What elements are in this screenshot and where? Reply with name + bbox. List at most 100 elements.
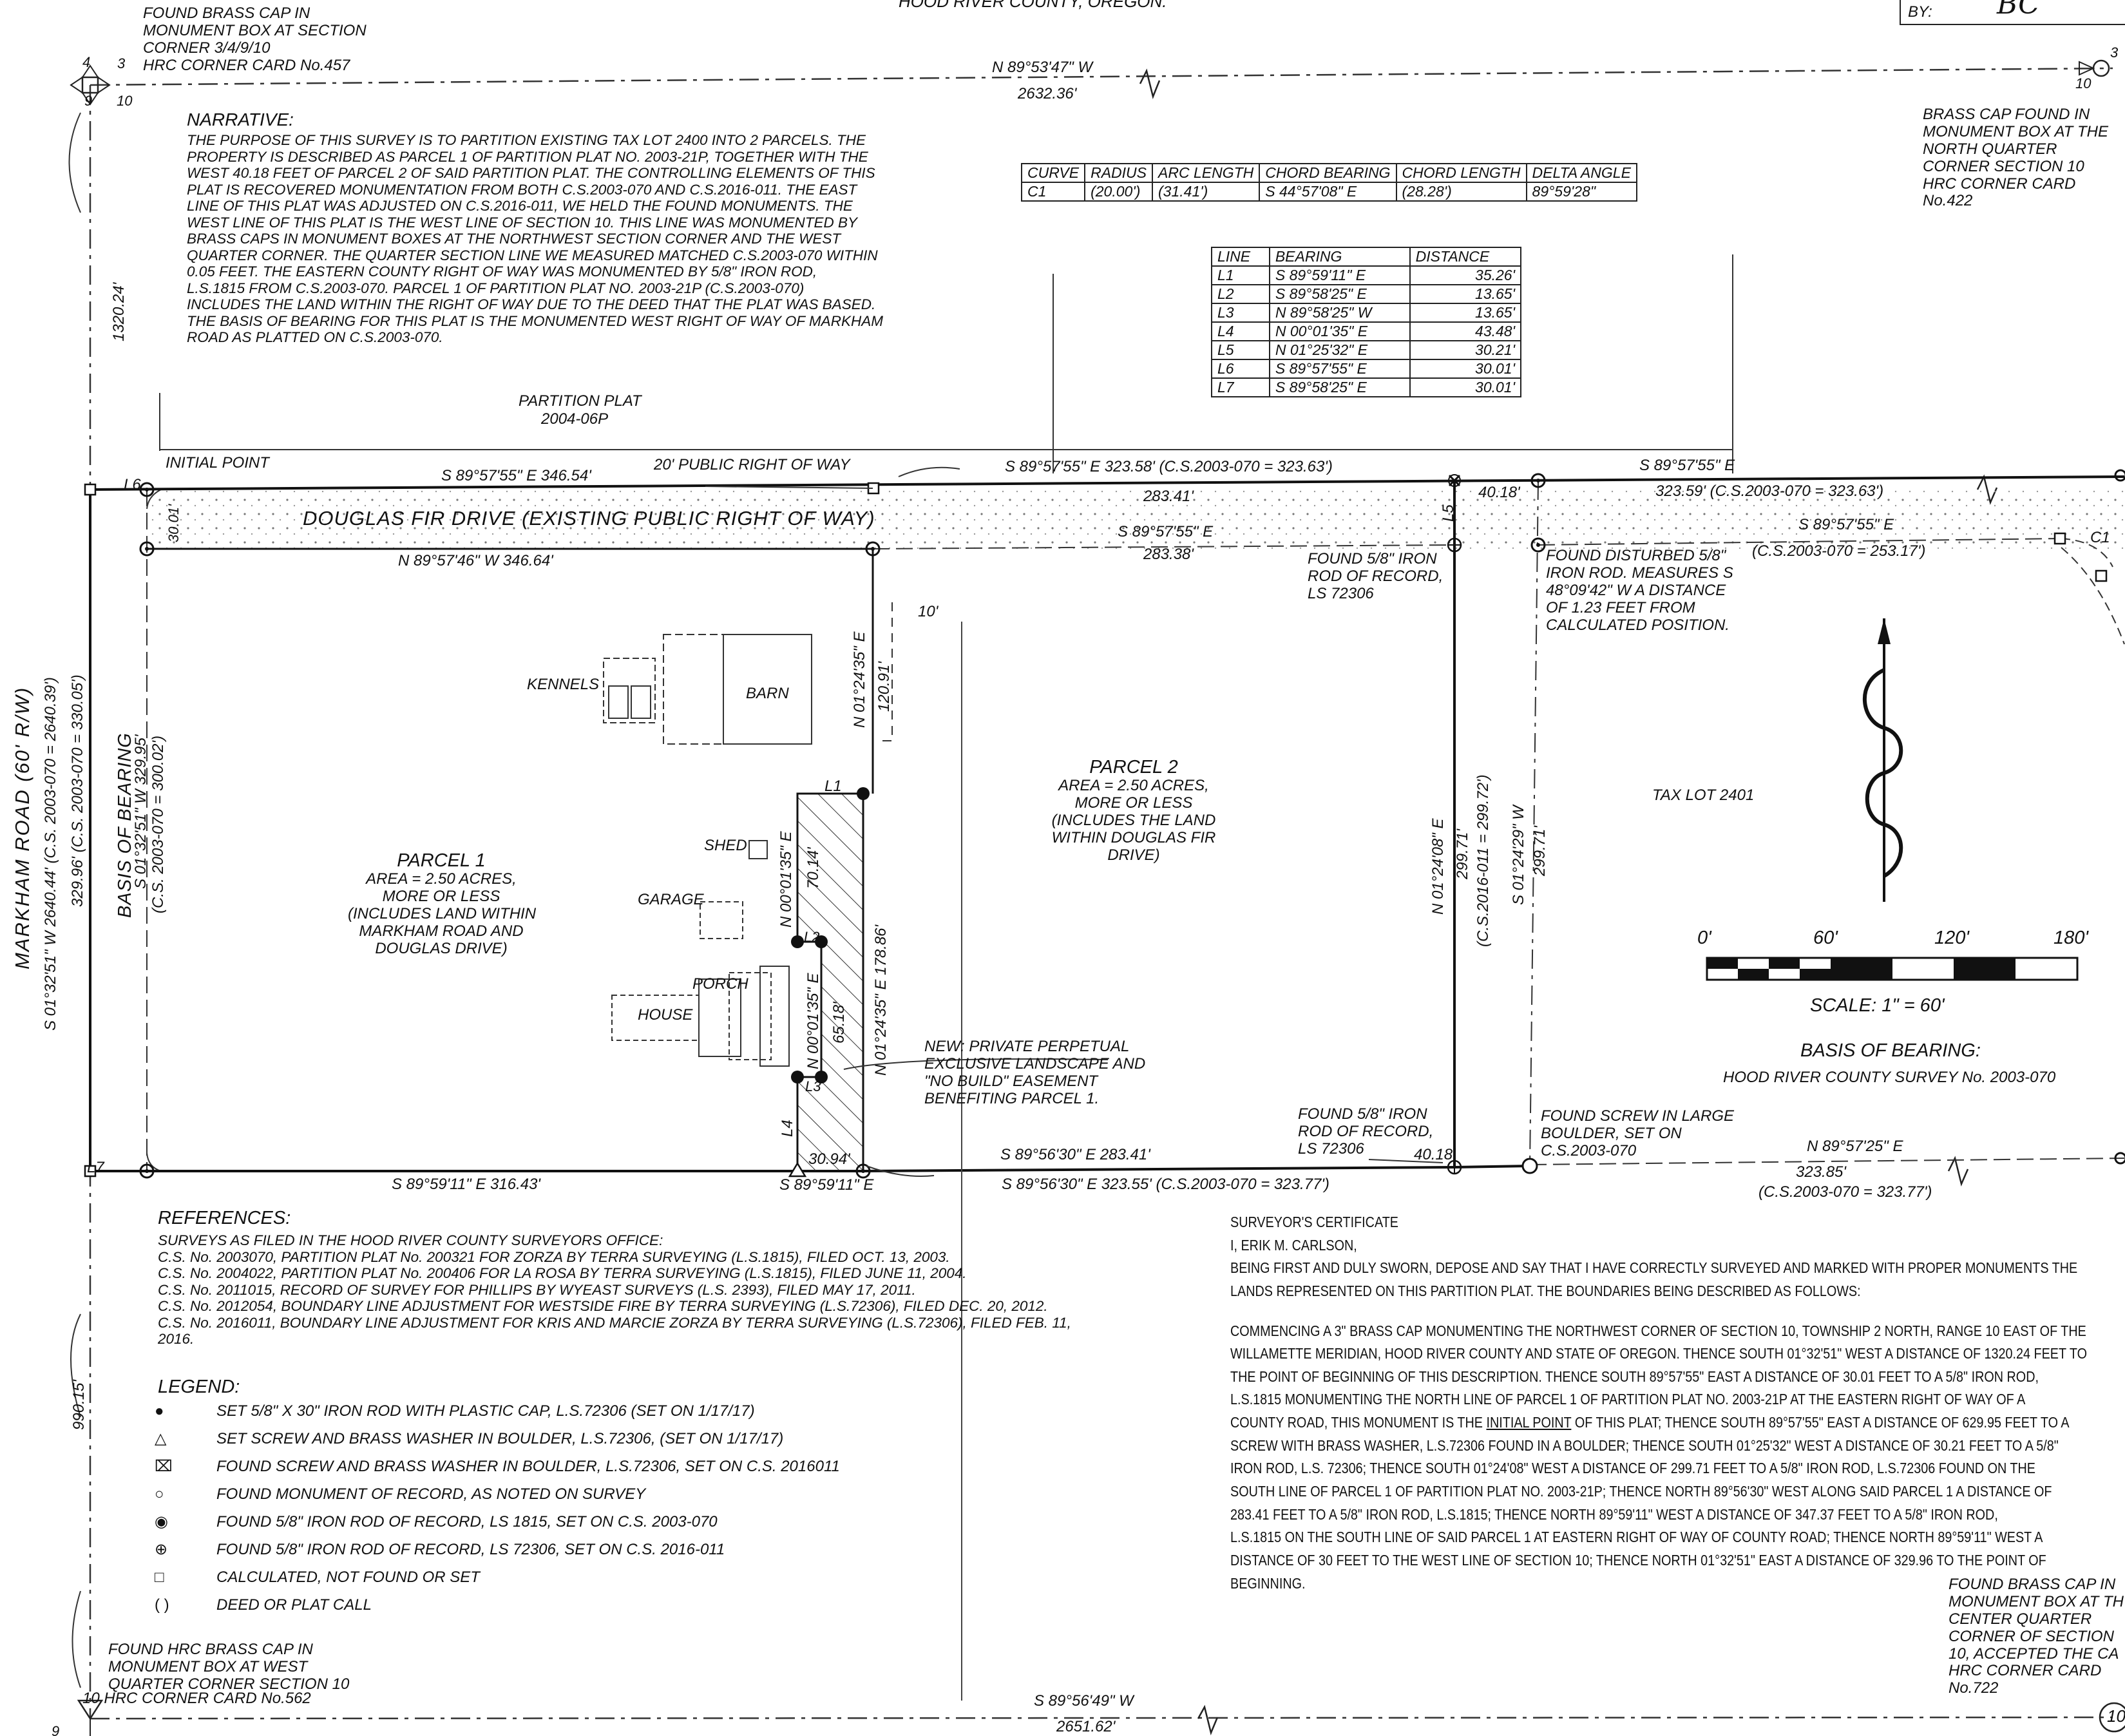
douglas-fir-drive-label: DOUGLAS FIR DRIVE (EXISTING PUBLIC RIGHT… (303, 507, 875, 529)
tax-lot-label: TAX LOT 2401 (1652, 787, 1755, 804)
south-seg1b-bearing: S 89°59'11" E (779, 1176, 874, 1194)
reference-item: C.S. No. 2011015, RECORD OF SURVEY FOR P… (158, 1281, 916, 1298)
nq-corner-monument (2079, 59, 2110, 77)
row-south-left-bearing: N 89°57'46" W 346.64' (398, 552, 553, 569)
legend-item: ( )DEED OR PLAT CALL (155, 1596, 372, 1614)
nw-corner-num-3: 3 (117, 55, 126, 72)
scale-tick-120: 120' (1934, 928, 1969, 948)
references-title: REFERENCES: (158, 1208, 291, 1228)
basis-bearing-title: BASIS OF BEARING: (1800, 1040, 1981, 1061)
scale-tick-180: 180' (2054, 928, 2088, 948)
north-section-bearing: N 89°53'47" W (992, 59, 1093, 76)
reference-item: C.S. No. 2004022, PARTITION PLAT No. 200… (158, 1265, 967, 1281)
barn-line-bearing: N 01°24'35" E (851, 631, 868, 728)
l5-label: L5 (1440, 504, 1457, 522)
south-section-distance: 2651.62' (1056, 1718, 1116, 1735)
nw-corner-num-9: 9 (84, 93, 93, 109)
legend-item: □CALCULATED, NOT FOUND OR SET (155, 1569, 480, 1586)
legend-list: ●SET 5/8" X 30" IRON ROD WITH PLASTIC CA… (155, 1402, 840, 1625)
easement-line1-distance: 70.14' (805, 847, 822, 889)
row-south-mid-distance: 283.38' (1143, 546, 1194, 563)
shed-label: SHED (704, 837, 747, 854)
legend-item: △SET SCREW AND BRASS WASHER IN BOULDER, … (155, 1430, 784, 1447)
legend-symbol-icon: ○ (155, 1485, 164, 1503)
markham-west-bearing: S 01°32'51" W 2640.44' (C.S. 2003-070 = … (42, 677, 59, 1031)
row-south-mid-bearing: S 89°57'55" E (1118, 523, 1214, 540)
east2-line-distance: 299.71' (1531, 826, 1548, 876)
south-seg3-bearing: N 89°57'25" E (1807, 1138, 1903, 1155)
barn-building (663, 634, 812, 745)
references-list: SURVEYS AS FILED IN THE HOOD RIVER COUNT… (158, 1232, 1071, 1347)
south-seg3-distance: 323.85' (1796, 1163, 1846, 1181)
legend-symbol-icon: ◉ (155, 1513, 168, 1531)
easement-line2-distance: 65.18' (830, 1002, 848, 1044)
basis-bearing-cs: (C.S. 2003-070 = 300.02') (149, 735, 167, 913)
south-seg2-bearing: S 89°56'30" E 283.41' (1000, 1146, 1150, 1163)
scale-bar (1706, 957, 2079, 981)
partition-plat-number: 2004-06P (541, 410, 609, 428)
basis-bearing-value: S 01°32'51" W 329.95' (132, 734, 149, 889)
south-boundary-line-mid (862, 1166, 1455, 1172)
house-building (611, 966, 790, 1067)
narrative-text: THE PURPOSE OF THIS SURVEY IS TO PARTITI… (187, 132, 883, 345)
reference-item: C.S. No. 2016011, BOUNDARY LINE ADJUSTME… (158, 1314, 1071, 1331)
basis-bearing-survey: HOOD RIVER COUNTY SURVEY No. 2003-070 (1723, 1069, 2056, 1086)
d-40-18-bottom: 40.18' (1414, 1146, 1456, 1163)
south-seg1-bearing: S 89°59'11" E 316.43' (392, 1176, 541, 1193)
easement-bottom-distance: 30.94' (808, 1150, 850, 1168)
south-boundary-line-east (1454, 1165, 1530, 1168)
legend-symbol-icon: ● (155, 1402, 164, 1420)
l1-label: L1 (824, 777, 842, 795)
certificate-name: I, ERIK M. CARLSON, (1230, 1236, 1357, 1254)
legend-title: LEGEND: (158, 1377, 240, 1397)
legend-item: ●SET 5/8" X 30" IRON ROD WITH PLASTIC CA… (155, 1402, 755, 1420)
legend-item: ⊕FOUND 5/8" IRON ROD OF RECORD, LS 72306… (155, 1541, 725, 1558)
east2-line-bearing: S 01°24'29" W (1510, 805, 1527, 905)
by-value: BC (1997, 0, 2040, 21)
nw-corner-monument (70, 64, 111, 106)
former-east-line (1529, 480, 1539, 1167)
wq-corner-num-9: 9 (52, 1723, 60, 1736)
nq-corner-num-10: 10 (2075, 75, 2092, 91)
initial-point-label: INITIAL POINT (166, 454, 269, 472)
width-30-label: 30.01' (166, 504, 182, 542)
certificate-description: COMMENCING A 3" BRASS CAP MONUMENTING TH… (1230, 1322, 2087, 1592)
c1-label: C1 (2090, 529, 2110, 546)
north-seg3-bearing: S 89°57'55" E (1639, 457, 1735, 474)
kennels-building (603, 658, 656, 723)
l7-label: L7 (87, 1159, 104, 1176)
d-40-18-top: 40.18' (1478, 484, 1520, 501)
surveyors-certificate: SURVEYOR'S CERTIFICATE I, ERIK M. CARLSO… (1230, 1211, 2125, 1595)
north-section-line (90, 67, 2113, 86)
north-arrow (1862, 618, 1903, 902)
legend-item: ○FOUND MONUMENT OF RECORD, AS NOTED ON S… (155, 1485, 646, 1503)
legend-symbol-icon: ⊕ (155, 1541, 168, 1558)
legend-item: ⌧FOUND SCREW AND BRASS WASHER IN BOULDER… (155, 1458, 840, 1475)
l4-label: L4 (779, 1120, 796, 1137)
row-south-line-mid (872, 544, 1455, 549)
north-section-distance: 2632.36' (1018, 85, 1077, 102)
shed-building (748, 840, 768, 859)
east-line-bearing: N 01°24'08" E (1429, 818, 1447, 915)
row-south-right-bearing: S 89°57'55" E (1798, 516, 1894, 533)
legend-symbol-icon: △ (155, 1430, 167, 1447)
markham-west-distance: 329.96' (C.S. 2003-070 = 330.05') (69, 674, 86, 907)
l6-label: L6 (124, 476, 141, 493)
north-seg1-bearing: S 89°57'55" E 346.54' (441, 467, 591, 484)
monuments (84, 469, 2125, 1179)
found-disturbed-note: FOUND DISTURBED 5/8"IRON ROD. MEASURES S… (1546, 547, 1733, 634)
south-section-bearing: S 89°56'49" W (1034, 1692, 1134, 1710)
easement-line2-bearing: N 00°01'35" E (805, 973, 822, 1069)
easement-east-line: N 01°24'35" E 178.86' (872, 924, 890, 1076)
north-seg3-distance: 323.59' (C.S.2003-070 = 323.63') (1655, 482, 1884, 500)
